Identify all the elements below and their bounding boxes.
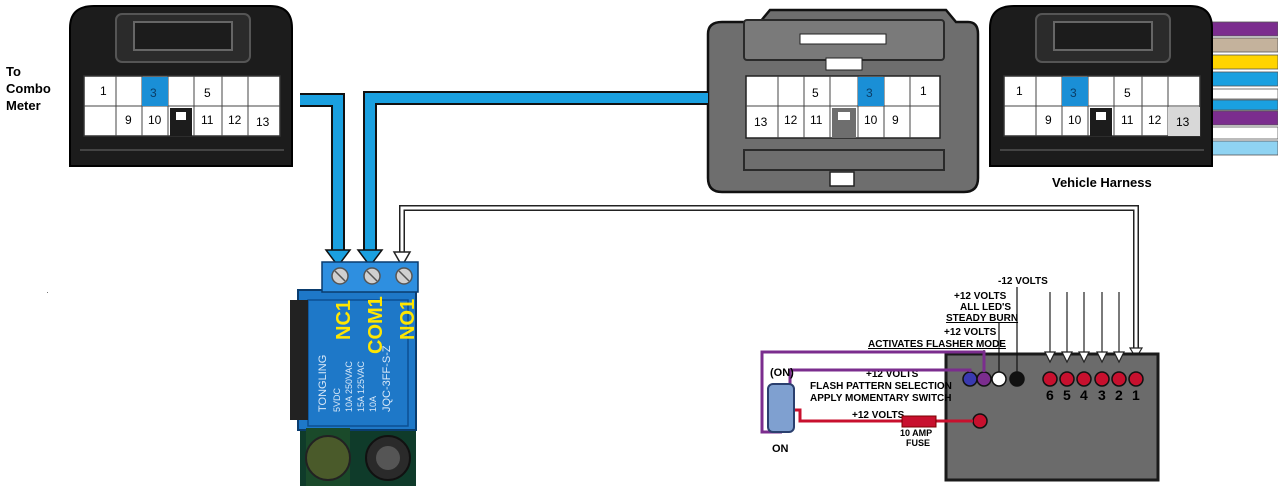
cr-pin-11: 11: [1121, 113, 1134, 127]
svg-text:FLASH PATTERN SELECTION: FLASH PATTERN SELECTION: [810, 381, 952, 392]
svg-text:1: 1: [1132, 387, 1140, 403]
output-pin-1: [1128, 371, 1144, 387]
svg-text:+12 VOLTS: +12 VOLTS: [944, 327, 997, 338]
output-pin-6: [1042, 371, 1058, 387]
cr-pin-3: 3: [1070, 86, 1077, 100]
cl-pin-10: 10: [148, 113, 162, 127]
label-steady-burn: +12 VOLTS ALL LED'S STEADY BURN: [946, 291, 1018, 324]
cm-pin-11: 11: [810, 113, 823, 127]
svg-text:ACTIVATES FLASHER MODE: ACTIVATES FLASHER MODE: [868, 339, 1006, 350]
relay-spec-3: 15A 125VAC: [356, 361, 366, 412]
blue-wires: [300, 91, 708, 268]
cr-pin-10: 10: [1068, 113, 1082, 127]
cm-pin-1: 1: [920, 84, 927, 98]
momentary-switch[interactable]: [767, 383, 795, 433]
pin-flash-pattern: [962, 371, 978, 387]
white-wire: [392, 205, 1144, 360]
cl-pin-11: 11: [201, 113, 214, 127]
svg-text:ALL LED'S: ALL LED'S: [960, 302, 1011, 313]
svg-text:5: 5: [1063, 387, 1071, 403]
svg-text:6: 6: [1046, 387, 1054, 403]
speck: [47, 292, 48, 293]
label-plus-12-fuse: +12 VOLTS: [852, 410, 905, 421]
harness-wires: [1199, 21, 1278, 156]
relay-terminal-nc1: NC1: [333, 300, 355, 340]
cr-pin-9: 9: [1045, 113, 1052, 127]
connector-left: 1 3 5 9 10 11 12 13: [69, 5, 293, 167]
svg-text:APPLY MOMENTARY SWITCH: APPLY MOMENTARY SWITCH: [810, 393, 952, 404]
relay-spec-1: 5VDC: [332, 387, 342, 412]
cm-pin-5: 5: [812, 86, 819, 100]
cl-pin-12: 12: [228, 113, 242, 127]
output-pin-5: [1059, 371, 1075, 387]
svg-text:To: To: [6, 64, 21, 79]
cl-pin-3: 3: [150, 86, 157, 100]
cl-pin-1: 1: [100, 84, 107, 98]
cm-pin-10: 10: [864, 113, 878, 127]
cm-pin-13: 13: [754, 115, 768, 129]
pin-power: [972, 413, 988, 429]
switch-wiring: [760, 350, 986, 434]
relay-terminal-no1: NO1: [397, 299, 419, 340]
label-minus-12-volts: -12 VOLTS: [998, 276, 1048, 287]
cm-pin-3: 3: [866, 86, 873, 100]
relay-module: TONGLING 5VDC 10A 250VAC 15A 125VAC 10A …: [290, 261, 419, 486]
relay-text: TONGLING 5VDC 10A 250VAC 15A 125VAC 10A …: [317, 345, 393, 412]
cr-pin-12: 12: [1148, 113, 1162, 127]
svg-text:STEADY BURN: STEADY BURN: [946, 313, 1018, 324]
relay-brand: TONGLING: [317, 355, 329, 412]
cr-pin-1: 1: [1016, 84, 1023, 98]
output-pin-4: [1076, 371, 1092, 387]
relay-spec-4: 10A: [368, 396, 378, 412]
svg-text:4: 4: [1080, 387, 1088, 403]
svg-text:2: 2: [1115, 387, 1123, 403]
label-fuse: 10 AMP FUSE: [900, 428, 932, 448]
svg-text:+12 VOLTS: +12 VOLTS: [954, 291, 1007, 302]
cr-pin-5: 5: [1124, 86, 1131, 100]
switch-on-paren-label: (ON): [770, 367, 794, 379]
svg-text:10 AMP: 10 AMP: [900, 428, 932, 438]
cm-pin-9: 9: [892, 113, 899, 127]
connector-middle: 5 3 1 13 12 11 10 9: [706, 8, 980, 194]
to-combo-meter-label: To Combo Meter: [6, 64, 51, 113]
pin-ground: [1009, 371, 1025, 387]
svg-text:Meter: Meter: [6, 98, 41, 113]
svg-text:FUSE: FUSE: [906, 438, 930, 448]
relay-terminal-com1: COM1: [365, 296, 387, 354]
label-flash-pattern: +12 VOLTS FLASH PATTERN SELECTION APPLY …: [810, 369, 952, 404]
cl-pin-13: 13: [256, 115, 270, 129]
cl-pin-5: 5: [204, 86, 211, 100]
output-pin-2: [1111, 371, 1127, 387]
relay-spec-2: 10A 250VAC: [344, 361, 354, 412]
output-pin-3: [1094, 371, 1110, 387]
svg-text:Combo: Combo: [6, 81, 51, 96]
switch-on-label: ON: [772, 443, 789, 455]
relay-model: JQC-3FF-S-Z: [381, 345, 393, 412]
cl-pin-9: 9: [125, 113, 132, 127]
output-arrows: [1044, 292, 1125, 364]
pin-flasher-mode: [976, 371, 992, 387]
connector-right: 1 3 5 9 10 11 12 13: [989, 5, 1213, 167]
flasher-module: 6 5 4 3 2 1: [944, 352, 1160, 482]
vehicle-harness-label: Vehicle Harness: [1052, 175, 1152, 190]
cm-pin-12: 12: [784, 113, 798, 127]
svg-text:+12 VOLTS: +12 VOLTS: [866, 369, 919, 380]
label-flasher-mode: +12 VOLTS ACTIVATES FLASHER MODE: [868, 327, 1006, 350]
fuse: [901, 415, 937, 428]
pin-steady-burn: [991, 371, 1007, 387]
cr-pin-13: 13: [1176, 115, 1190, 129]
svg-text:3: 3: [1098, 387, 1106, 403]
